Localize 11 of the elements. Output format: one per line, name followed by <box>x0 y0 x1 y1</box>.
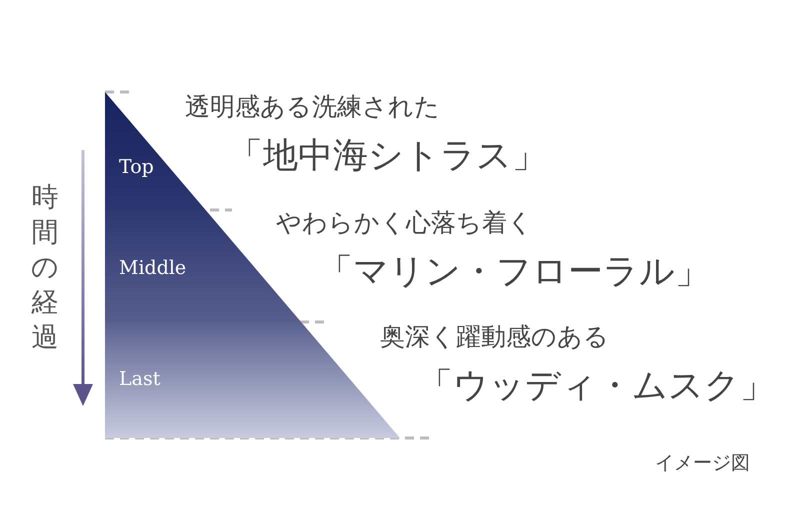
axis-label: 時間の経過 <box>30 181 60 355</box>
layer-label: Top <box>119 156 154 178</box>
note-text: イメージ図 <box>655 451 750 476</box>
description-text: 透明感ある洗練された <box>185 91 440 123</box>
note-name: 「地中海シトラス」 <box>228 135 547 178</box>
layer-label: Middle <box>119 257 186 279</box>
note-name: 「マリン・フローラル」 <box>318 251 710 294</box>
layer-label: Last <box>119 368 160 390</box>
note-name: 「ウッディ・ムスク」 <box>418 365 775 408</box>
description-text: やわらかく心落ち着く <box>276 207 533 239</box>
description-text: 奥深く躍動感のある <box>380 321 609 353</box>
